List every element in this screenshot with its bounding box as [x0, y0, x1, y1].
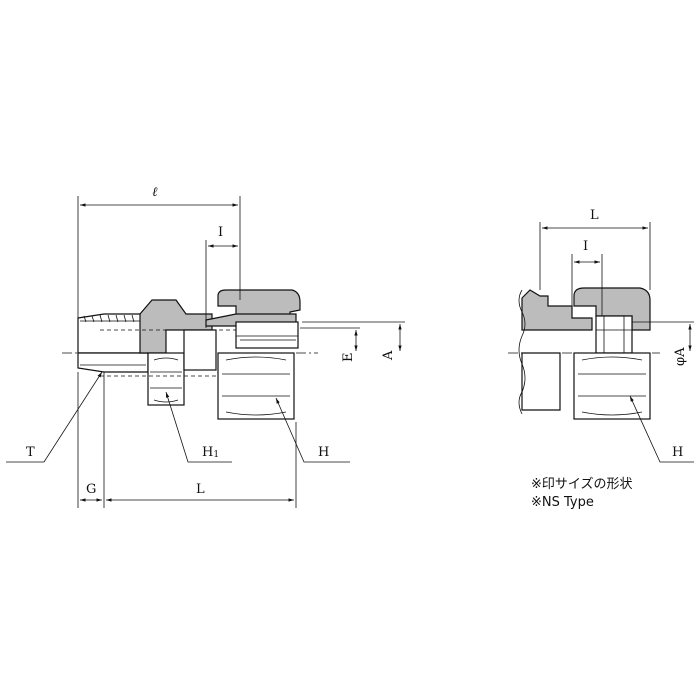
ns-body-lower	[521, 352, 561, 411]
ns-insert	[595, 315, 633, 354]
h1-label: H1	[202, 445, 219, 460]
tube-stub-lines	[236, 335, 298, 341]
male-thread-upper	[77, 313, 149, 354]
ns-i-label: I	[583, 239, 588, 254]
ns-break-line	[518, 289, 526, 415]
bore-hidden	[100, 329, 240, 377]
hex-h1-lower	[147, 352, 185, 406]
ns-nut-hex-faces	[578, 356, 646, 416]
note-ns-type: ※NS Type	[531, 495, 594, 510]
a-label: A	[381, 350, 396, 361]
t-leader	[6, 371, 103, 463]
g-label: G	[86, 482, 96, 497]
e-label: E	[341, 353, 356, 363]
h1-leader	[165, 391, 232, 463]
body-tube	[183, 329, 217, 371]
nut-hex-faces	[222, 356, 290, 416]
tube-stub	[235, 321, 299, 349]
ns-h-leader	[629, 395, 694, 463]
i-label: I	[218, 225, 223, 240]
ns-type-detail-view: L I φA H	[508, 208, 694, 463]
ns-insert-lines	[596, 316, 632, 353]
l-label: L	[196, 482, 205, 497]
hex-h1-face	[150, 357, 182, 403]
connector-side-view: ℓ I E A G L T H1 H	[6, 185, 405, 508]
note-marked-size-shape: ※印サイズの形状	[531, 477, 633, 492]
ns-phia-label: φA	[673, 347, 688, 366]
h-leader	[275, 397, 350, 463]
nut-hex-lower	[217, 352, 295, 420]
ns-nut-hex-lower	[573, 352, 651, 420]
male-thread-lower	[77, 352, 149, 373]
t-label: T	[26, 445, 35, 460]
h-label: H	[318, 445, 329, 460]
ns-h-label: H	[672, 445, 683, 460]
ell-label: ℓ	[152, 185, 158, 200]
ns-l-label: L	[590, 208, 599, 223]
